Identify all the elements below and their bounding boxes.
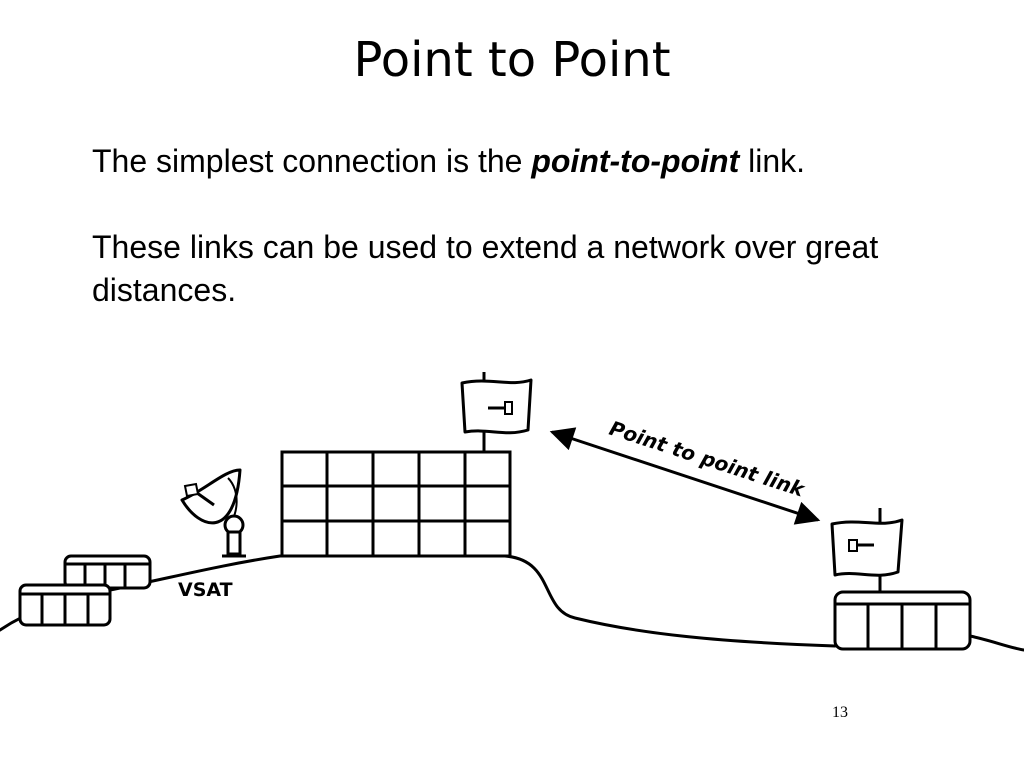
slide-body: The simplest connection is the point-to-… — [92, 140, 952, 312]
paragraph-2: These links can be used to extend a netw… — [92, 229, 879, 308]
paragraph-1-text-before: The simplest connection is the — [92, 143, 532, 179]
panel-antenna-icon-right — [830, 508, 904, 592]
satellite-dish-icon — [180, 468, 246, 558]
panel-antenna-icon-left — [460, 372, 533, 452]
building-small-back — [63, 554, 152, 590]
paragraph-1: The simplest connection is the point-to-… — [92, 140, 952, 183]
paragraph-1-text-after: link. — [739, 143, 806, 179]
building-central — [280, 450, 512, 558]
building-small-front — [18, 583, 112, 627]
paragraph-1-emphasis: point-to-point — [531, 143, 740, 179]
slide-title: Point to Point — [353, 32, 671, 88]
vsat-label: VSAT — [178, 579, 233, 601]
building-right — [833, 590, 972, 651]
link-arrow — [549, 427, 821, 525]
page-number: 13 — [832, 704, 848, 721]
